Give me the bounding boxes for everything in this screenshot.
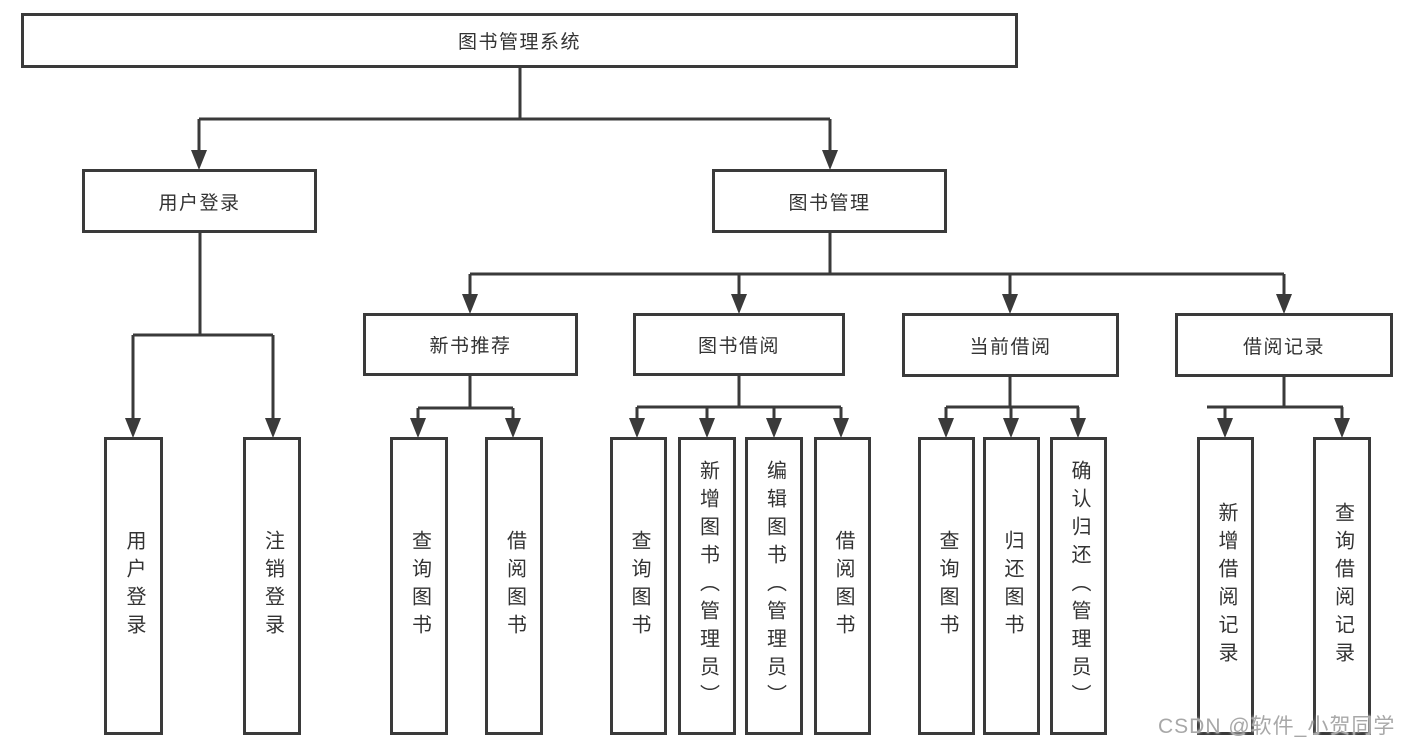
edge-group-current-borrow	[938, 375, 1086, 438]
edge-group-root	[191, 66, 838, 170]
node-book-borrow: 图书借阅	[633, 313, 845, 376]
leaf-record-query-borrow-record: 查询借阅记录	[1313, 437, 1371, 735]
leaf-current-return-books: 归还图书	[983, 437, 1040, 735]
leaf-user-login: 用户登录	[104, 437, 163, 735]
leaf-newbook-query-books: 查询图书	[390, 437, 448, 735]
leaf-record-add-borrow-record: 新增借阅记录	[1197, 437, 1254, 735]
leaf-logout: 注销登录	[243, 437, 301, 735]
node-new-book-recommend: 新书推荐	[363, 313, 578, 376]
leaf-borrow-edit-books-admin: 编辑图书（管理员）	[745, 437, 803, 735]
node-borrow-record: 借阅记录	[1175, 313, 1393, 377]
edge-group-user-login	[125, 231, 281, 438]
edge-group-book-borrow	[629, 374, 849, 438]
edge-group-book-mgmt	[462, 231, 1292, 314]
leaf-borrow-query-books: 查询图书	[610, 437, 667, 735]
node-current-borrow: 当前借阅	[902, 313, 1119, 377]
leaf-newbook-borrow-books: 借阅图书	[485, 437, 543, 735]
leaf-borrow-borrow-books: 借阅图书	[814, 437, 871, 735]
node-user-login: 用户登录	[82, 169, 317, 233]
node-book-management: 图书管理	[712, 169, 947, 233]
csdn-watermark: CSDN @软件_小贺同学	[1158, 715, 1396, 738]
edge-group-borrow-record	[1207, 375, 1350, 438]
leaf-current-query-books: 查询图书	[918, 437, 975, 735]
edge-group-new-book	[410, 374, 521, 438]
leaf-borrow-add-books-admin: 新增图书（管理员）	[678, 437, 736, 735]
leaf-current-confirm-return-admin: 确认归还（管理员）	[1050, 437, 1107, 735]
node-root-title: 图书管理系统	[21, 13, 1018, 68]
